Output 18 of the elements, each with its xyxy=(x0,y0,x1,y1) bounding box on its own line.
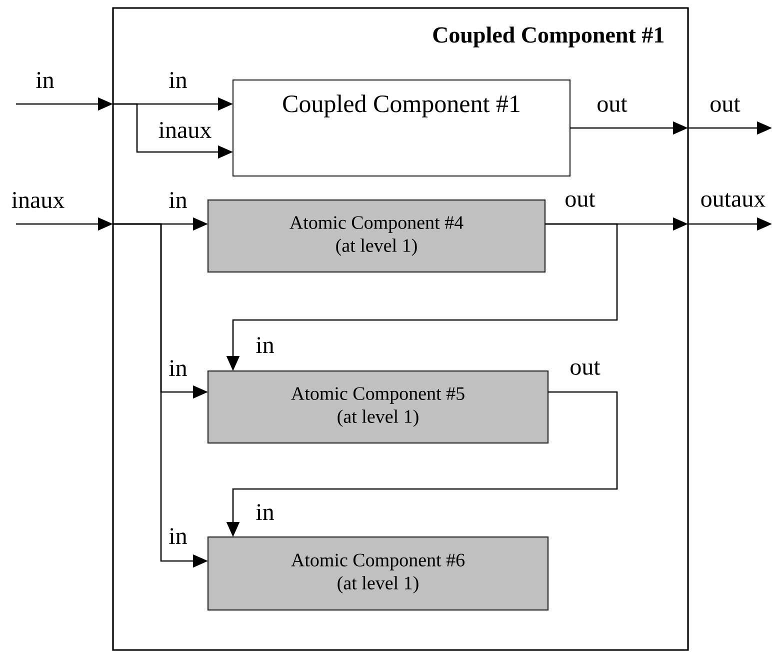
edge-label: in xyxy=(254,336,276,354)
edge-label: in xyxy=(34,71,56,89)
edge-label: out xyxy=(708,97,742,113)
edge-label: in xyxy=(168,191,188,209)
atomic-component-box: Atomic Component #6 (at level 1) xyxy=(208,536,548,610)
edge-label: out xyxy=(564,192,596,208)
edge-label: in xyxy=(168,527,188,545)
edge-label: inaux xyxy=(10,190,66,210)
atomic-component-box: Atomic Component #4 (at level 1) xyxy=(208,200,546,272)
edge-label: out xyxy=(596,97,628,113)
atomic-component-box: Atomic Component #5 (at level 1) xyxy=(208,370,548,444)
edge-label: in xyxy=(254,503,276,521)
edge-label: in xyxy=(168,359,188,377)
edge-label: in xyxy=(168,71,188,89)
port-label: out xyxy=(570,361,600,375)
edge-label: inaux xyxy=(157,120,213,140)
edge-label: outaux xyxy=(699,192,767,208)
coupled-component-box: Coupled Component #1 xyxy=(232,80,570,176)
